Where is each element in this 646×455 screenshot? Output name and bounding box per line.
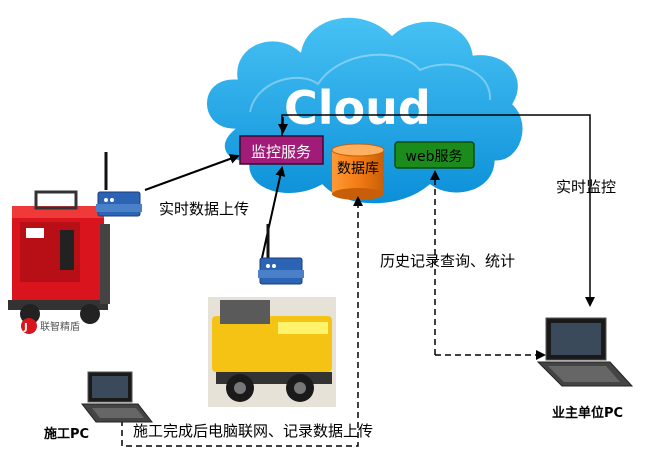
monitor-service-box [239, 135, 324, 165]
database-label: 数据库 [337, 161, 379, 177]
wireless-modem-icon [258, 224, 304, 285]
laptop-icon [80, 371, 154, 423]
laptop-icon [536, 317, 634, 387]
site-pc-label: 施工PC [44, 427, 90, 442]
realtime-monitor-label: 实时监控 [556, 178, 617, 196]
owner-pc-label: 业主单位PC [552, 406, 624, 421]
history-query-label: 历史记录查询、统计 [380, 252, 516, 270]
upload-arrow-secondary [261, 166, 286, 259]
realtime-upload-label: 实时数据上传 [159, 200, 250, 218]
svg-text:J: J [23, 322, 28, 333]
wireless-modem-icon [96, 152, 142, 217]
web-service-label: web服务 [406, 149, 463, 165]
database-cylinder [331, 143, 385, 200]
cloud-title: Cloud [284, 81, 431, 135]
after-upload-label: 施工完成后电脑联网、记录数据上传 [133, 422, 374, 440]
red-grouting-machine [8, 190, 110, 324]
site-upload-dashed-line [121, 196, 363, 447]
monitor-service-label: 监控服务 [251, 143, 311, 161]
web-service-box [394, 141, 475, 169]
upload-arrow-main [144, 154, 240, 191]
brand-logo-icon: J [21, 318, 37, 334]
yellow-pump-truck [208, 297, 336, 407]
brand-logo-text: 联智精盾 [40, 320, 80, 333]
